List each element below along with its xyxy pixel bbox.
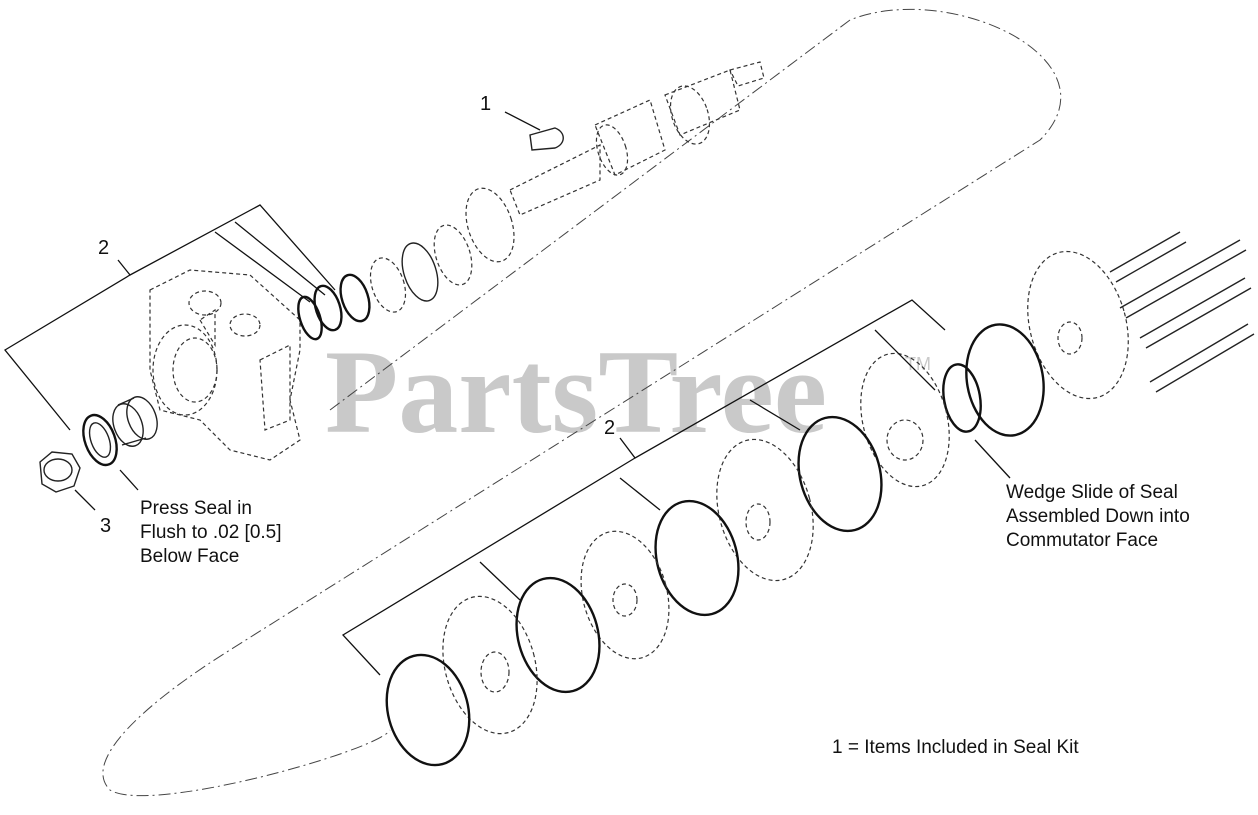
hex-nut	[39, 451, 81, 493]
motor-housing	[149, 269, 301, 461]
press-seal-note: Press Seal in Flush to .02 [0.5] Below F…	[140, 498, 282, 567]
wedge-seal-line-1: Wedge Slide of Seal	[1006, 482, 1178, 503]
press-seal-line-2: Flush to .02 [0.5]	[140, 522, 282, 543]
wedge-seal-note: Wedge Slide of Seal Assembled Down into …	[1006, 482, 1190, 551]
wedge-seal-line-2: Assembled Down into	[1006, 506, 1190, 527]
end-cap	[1027, 250, 1129, 400]
cap-bolts	[1109, 231, 1255, 393]
wedge-seal-line-3: Commutator Face	[1006, 530, 1158, 551]
shaft-seal	[82, 413, 118, 467]
drive-shaft	[465, 61, 765, 263]
assembly-outline-loop	[102, 8, 1062, 797]
callout-2-top: 2	[98, 237, 109, 259]
callout-1: 1	[480, 93, 491, 115]
lower-gerotor-stack	[385, 415, 883, 767]
leader-lines	[4, 111, 1011, 676]
needle-bearing	[112, 396, 158, 447]
watermark: PartsTree TM	[325, 325, 931, 458]
callout-2-bottom: 2	[604, 417, 615, 439]
upper-seal-rings	[297, 224, 473, 341]
press-seal-line-3: Below Face	[140, 546, 239, 567]
press-seal-line-1: Press Seal in	[140, 498, 252, 519]
commutator-seals	[860, 323, 1045, 488]
woodruff-key	[529, 127, 564, 151]
callout-3: 3	[100, 515, 111, 537]
legend-seal-kit: 1 = Items Included in Seal Kit	[832, 737, 1079, 758]
watermark-text: PartsTree	[325, 325, 827, 458]
